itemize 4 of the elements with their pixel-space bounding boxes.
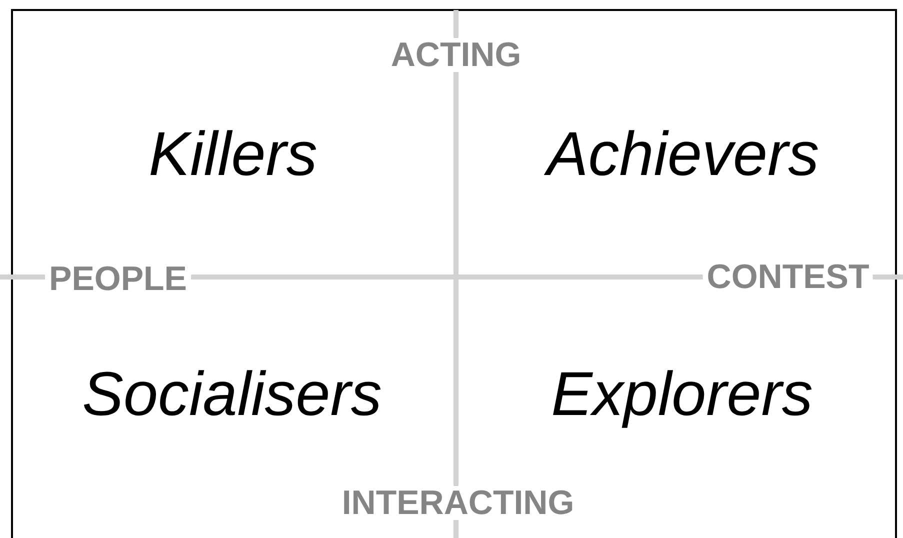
quadrant-label: Explorers — [551, 364, 813, 426]
quadrant-label: Socialisers — [82, 364, 382, 426]
quadrant-label: Achievers — [546, 124, 820, 186]
quadrant-label: Killers — [148, 124, 318, 186]
